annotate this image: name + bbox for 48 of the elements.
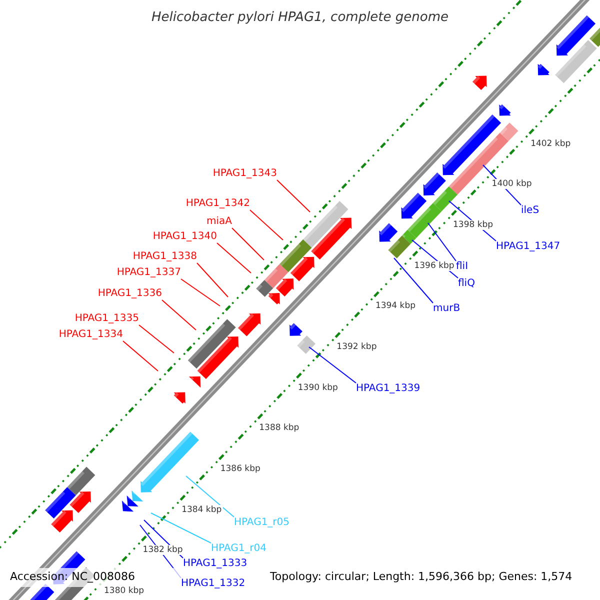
gene-label: HPAG1_1347 <box>496 241 560 253</box>
title: Helicobacter pylori HPAG1, complete genome <box>150 10 450 25</box>
scale-label: 1392 kbp <box>336 342 378 352</box>
leader-line <box>186 476 234 518</box>
gene-label: HPAG1_1332 <box>181 578 246 590</box>
gene-label: HPAG1_1335 <box>74 313 139 325</box>
gene-label: HPAG1_1339 <box>356 383 420 395</box>
scale-label: 1390 kbp <box>296 382 339 393</box>
gene-label: HPAG1_1334 <box>58 329 123 341</box>
gene-label: fliQ <box>458 278 475 290</box>
scale-label: 1402 kbp <box>530 138 572 149</box>
leader-line <box>150 512 212 544</box>
leader-line <box>308 346 356 384</box>
footer-text: Accession: NC_008086 <box>10 570 136 584</box>
scale-label: 1398 kbp <box>452 220 494 230</box>
scale-label: 1396 kbp <box>413 260 456 271</box>
gene-label: HPAG1_1338 <box>132 251 197 263</box>
leader-line <box>196 262 228 298</box>
leader-line <box>428 222 456 262</box>
gene-label: murB <box>433 303 460 315</box>
scale-label: 1400 kbp <box>490 179 533 190</box>
leader-line <box>162 300 196 330</box>
gene-label: HPAG1_1342 <box>186 198 250 210</box>
leader-line <box>250 210 284 240</box>
leader-line <box>276 180 310 212</box>
scale-label: 1394 kbp <box>374 301 417 312</box>
gene-label: HPAG1_1337 <box>116 267 181 279</box>
gene-label: HPAG1_r04 <box>211 543 267 555</box>
scale-label: 1384 kbp <box>180 504 223 515</box>
gene-label: miaA <box>206 216 232 228</box>
scale-label: 1382 kbp <box>142 545 184 556</box>
gene-label: fliI <box>456 261 468 273</box>
gene-label: HPAG1_1343 <box>212 168 277 180</box>
gene-label: HPAG1_1340 <box>152 231 217 243</box>
scale-label: 1386 kbp <box>219 464 262 474</box>
gene-label: HPAG1_1333 <box>183 558 248 570</box>
leader-line <box>180 278 220 306</box>
leader-line <box>122 340 158 372</box>
leader-line <box>232 228 264 260</box>
footer-text: Topology: circular; Length: 1,596,366 bp; Genes: 1,574 <box>270 570 572 584</box>
leader-line <box>138 324 174 354</box>
scale-label: 1380 kbp <box>103 586 146 596</box>
gene-label: HPAG1_r05 <box>234 517 290 529</box>
scale-label: 1388 kbp <box>258 423 300 434</box>
gene-label: HPAG1_1336 <box>98 288 162 300</box>
leader-line <box>394 258 434 304</box>
leader-line <box>216 242 252 274</box>
gene-label: ileS <box>521 205 540 217</box>
